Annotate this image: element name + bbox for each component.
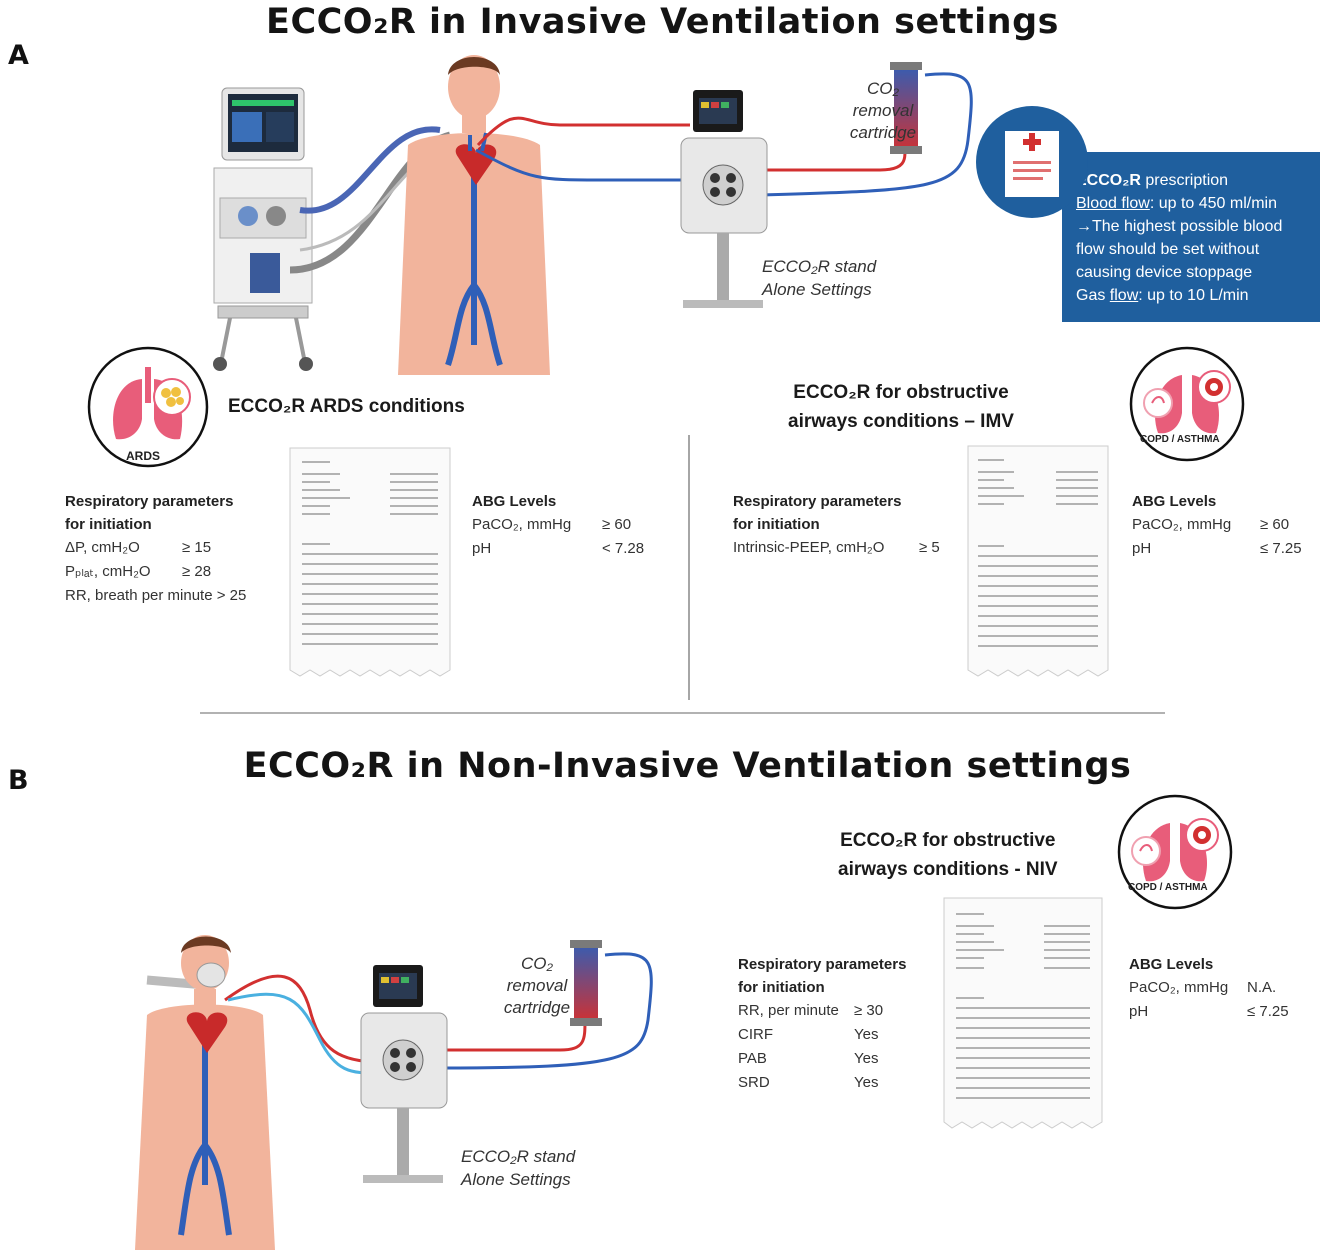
prescription-icon xyxy=(976,106,1088,218)
ards-respiratory-params: Respiratory parameters for initiation ΔP… xyxy=(65,490,290,608)
copd-icon-label-b: COPD / ASTHMA xyxy=(1128,882,1208,893)
gas-flow-line: Gas flow: up to 10 L/min xyxy=(1076,287,1249,304)
patient-a-illustration xyxy=(398,55,550,375)
imv-obstructive-subtitle: ECCO₂R for obstructive airways condition… xyxy=(788,382,1014,432)
ards-param-row: ΔP, cmH₂O≥ 15 xyxy=(65,539,212,556)
stand-label-a: ECCO₂R stand Alone Settings xyxy=(762,257,877,299)
ards-abg-row: PaCO₂, mmHg≥ 60 xyxy=(472,516,632,533)
panel-b-letter: B xyxy=(8,765,29,796)
stand-label-b: ECCO₂R stand Alone Settings xyxy=(461,1147,576,1189)
cartridge-label-a: CO₂ removal cartridge xyxy=(849,79,917,142)
cartridge-label-b: CO₂ removal cartridge xyxy=(503,954,571,1017)
copd-icon-label-a: COPD / ASTHMA xyxy=(1140,434,1220,445)
blood-flow-line: Blood flow: up to 450 ml/min xyxy=(1076,195,1277,212)
abg-report-niv xyxy=(943,897,1103,1129)
ards-param-row: Pₚₗₐₜ, cmH₂O≥ 28 xyxy=(65,563,212,580)
imv-respiratory-params: Respiratory parameters for initiation In… xyxy=(733,490,963,560)
prescription-note-3: causing device stoppage xyxy=(1076,264,1253,281)
ards-lung-icon xyxy=(87,346,209,468)
imv-abg-row: PaCO₂, mmHg≥ 60 xyxy=(1132,516,1290,533)
abg-report-imv xyxy=(967,445,1109,677)
copd-asthma-icon-b xyxy=(1117,794,1233,910)
ards-icon-label: ARDS xyxy=(126,449,161,463)
copd-asthma-icon-a xyxy=(1129,346,1245,462)
prescription-title: ECCO₂R prescription xyxy=(1076,172,1229,189)
ecco2r-console-a xyxy=(680,90,768,308)
niv-param-row: RR, per minute≥ 30 xyxy=(738,1002,884,1019)
ards-abg-row: pH< 7.28 xyxy=(472,540,645,557)
prescription-box: ECCO₂R prescription Blood flow: up to 45… xyxy=(1062,152,1320,322)
ards-param-row: RR, breath per minute > 25 xyxy=(65,587,247,604)
niv-respiratory-params: Respiratory parameters for initiation RR… xyxy=(738,953,938,1095)
ecco2r-console-b xyxy=(360,965,448,1183)
panel-a-title: ECCO₂R in Invasive Ventilation settings xyxy=(266,2,1059,42)
imv-param-row: Intrinsic-PEEP, cmH₂O≥ 5 xyxy=(733,539,940,556)
prescription-note-2: flow should be set without xyxy=(1076,241,1260,258)
ards-abg-levels: ABG Levels PaCO₂, mmHg≥ 60 pH< 7.28 xyxy=(472,490,662,561)
imv-abg-row: pH≤ 7.25 xyxy=(1132,540,1302,557)
imv-abg-levels: ABG Levels PaCO₂, mmHg≥ 60 pH≤ 7.25 xyxy=(1132,490,1317,561)
ventilator-illustration xyxy=(213,87,313,371)
panel-b-title: ECCO₂R in Non-Invasive Ventilation setti… xyxy=(243,746,1132,786)
prescription-note-1: →The highest possible blood xyxy=(1076,218,1283,235)
patient-b-illustration xyxy=(135,935,275,1250)
ards-subtitle: ECCO₂R ARDS conditions xyxy=(228,396,465,417)
panel-a-letter: A xyxy=(8,40,29,71)
abg-report-ards xyxy=(289,447,451,677)
niv-obstructive-subtitle: ECCO₂R for obstructive airways condition… xyxy=(838,830,1058,880)
niv-abg-row: pH≤ 7.25 xyxy=(1129,1003,1289,1020)
